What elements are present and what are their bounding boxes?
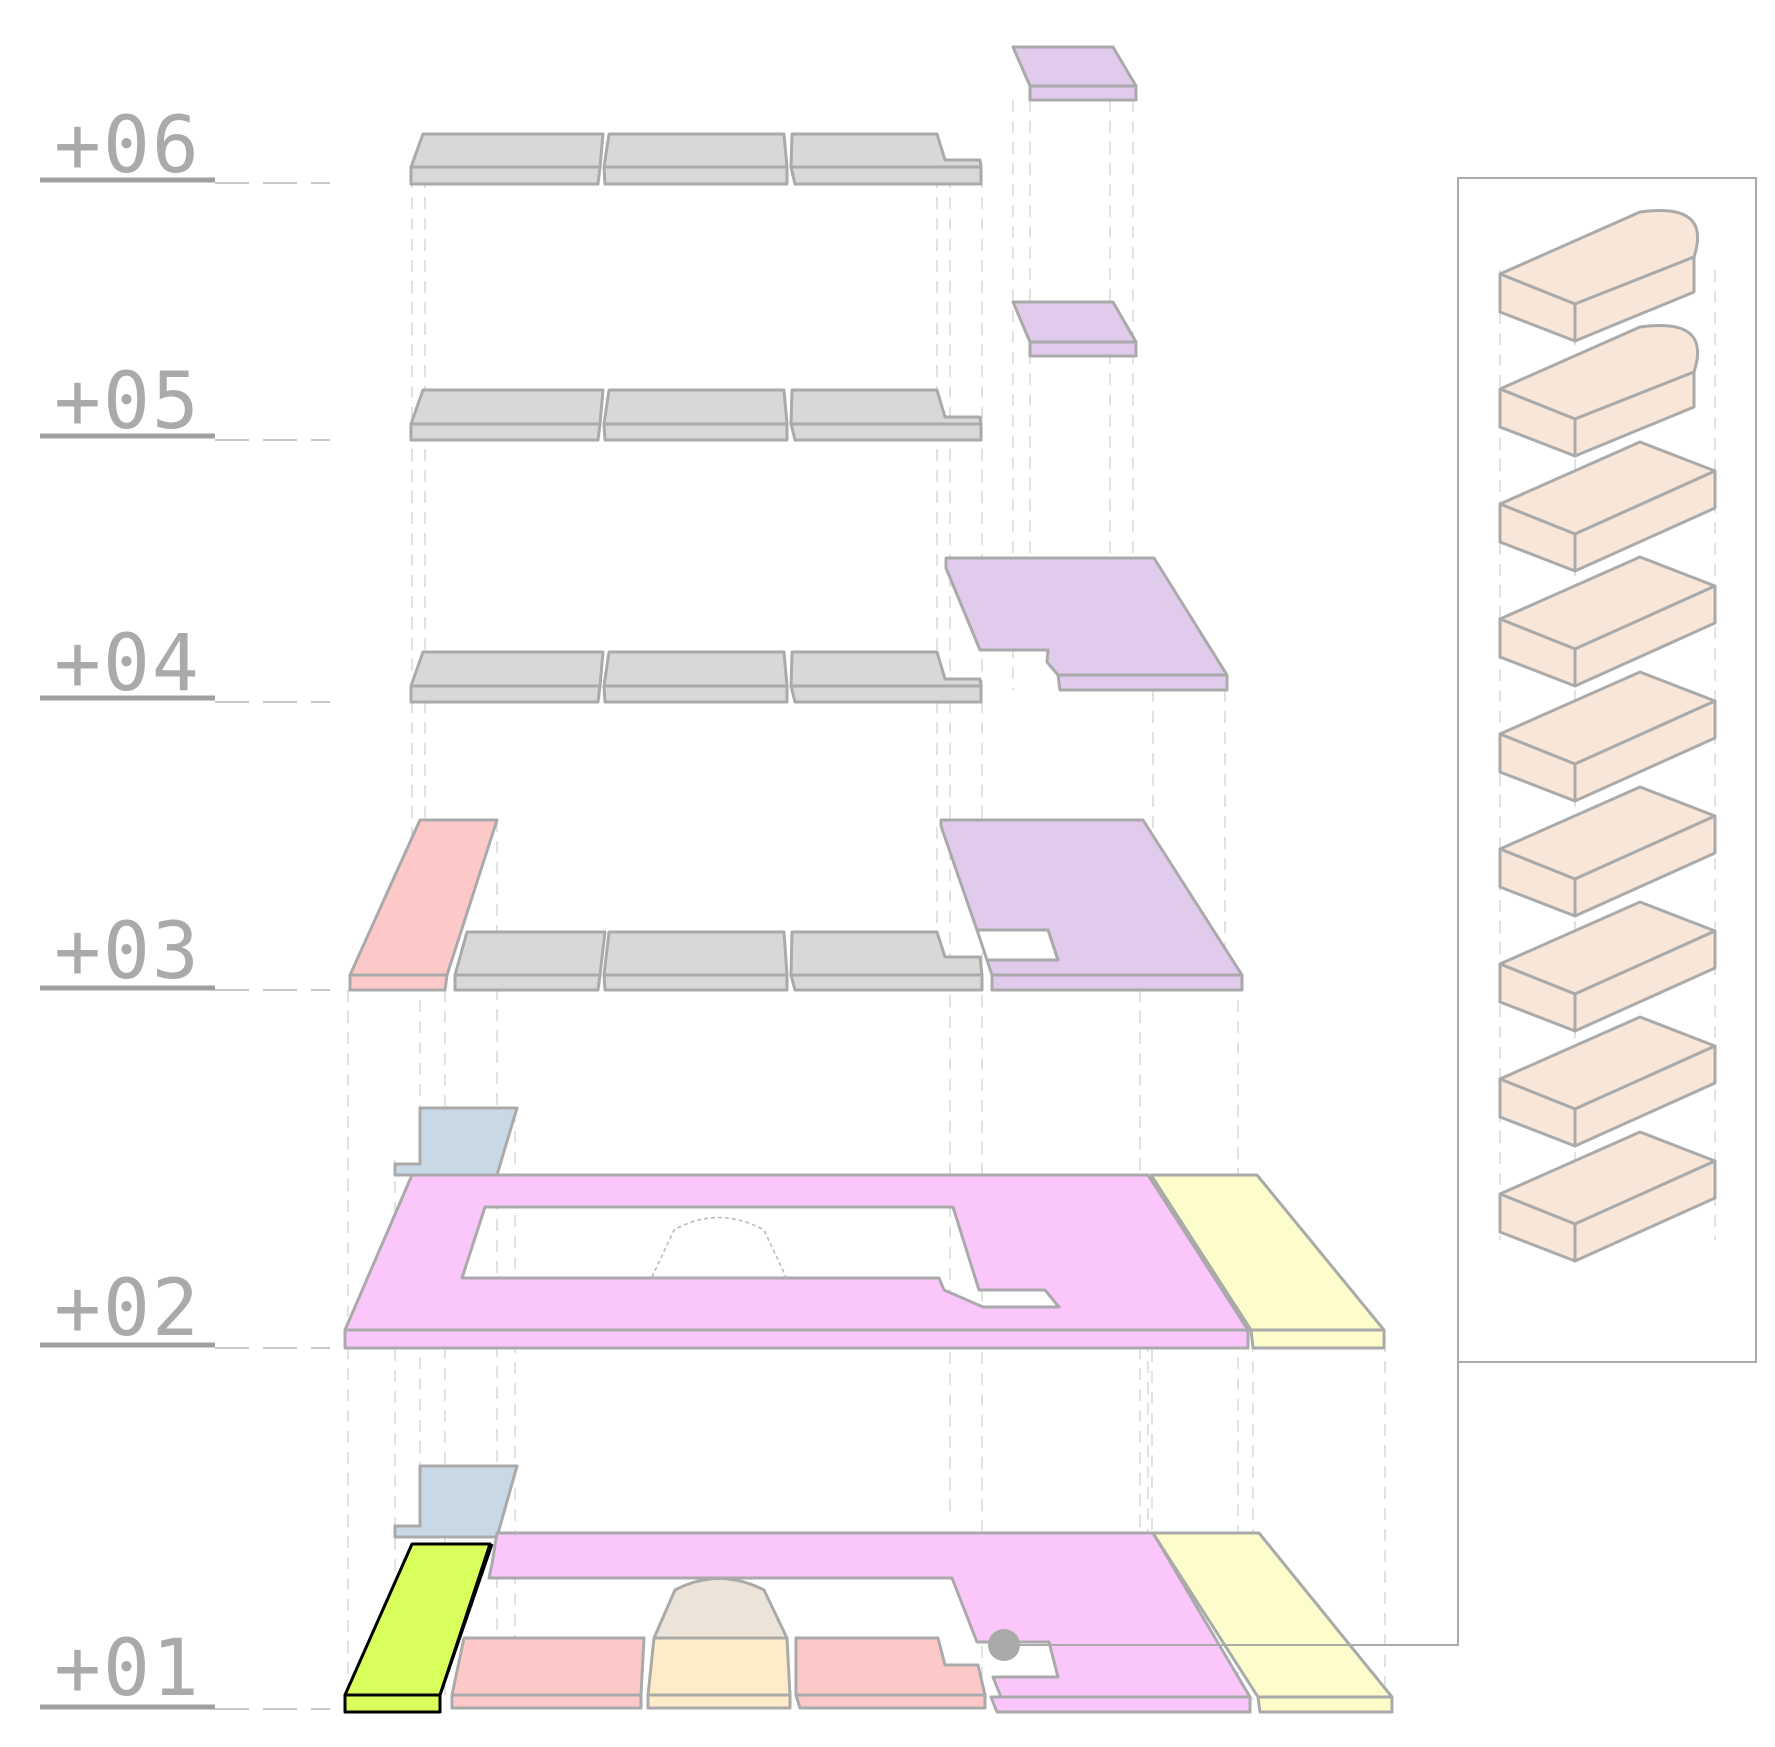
zone-01-salmon-a <box>450 1636 646 1710</box>
slab-06-c <box>789 132 983 186</box>
atrium-dome-01 <box>652 1577 789 1640</box>
level-labels: +06 +05 +04 +03 +02 +01 <box>40 101 330 1714</box>
module-8 <box>1498 1015 1717 1148</box>
module-9 <box>1498 1130 1717 1263</box>
level-marker-04: +04 <box>40 619 330 709</box>
floor-02 <box>343 1106 1386 1350</box>
level-marker-05: +05 <box>40 357 330 447</box>
floor-06 <box>409 45 1138 186</box>
detail-panel <box>1457 177 1757 1363</box>
module-6 <box>1498 785 1717 918</box>
slab-05-c <box>789 388 983 442</box>
module-2 <box>1498 324 1700 458</box>
slab-04-a <box>409 650 605 704</box>
core-05 <box>1011 300 1138 358</box>
slab-06-b <box>602 132 789 186</box>
level-marker-06: +06 <box>40 101 330 191</box>
callout-leader <box>1004 1362 1459 1646</box>
slab-03-b <box>602 930 789 992</box>
zone-02-pink-ring <box>343 1173 1250 1350</box>
slab-03-c <box>789 930 984 992</box>
zone-03-salmon <box>348 818 499 992</box>
zone-01-peach <box>646 1636 792 1710</box>
floor-04 <box>409 556 1229 704</box>
core-06 <box>1011 45 1138 102</box>
zone-01-yellow <box>1151 1531 1394 1714</box>
slab-04-b <box>602 650 789 704</box>
level-label-06: +06 <box>54 101 201 191</box>
floor-03 <box>348 818 1244 992</box>
zone-02-yellow <box>1149 1173 1386 1350</box>
zone-03-purple <box>939 818 1244 992</box>
zone-01-salmon-b <box>794 1636 987 1710</box>
level-label-02: +02 <box>54 1264 201 1354</box>
slab-04-c <box>789 650 983 704</box>
level-label-05: +05 <box>54 357 201 447</box>
zone-02-blue <box>393 1106 519 1177</box>
zone-04-purple <box>944 556 1229 692</box>
level-label-03: +03 <box>54 907 201 997</box>
module-3 <box>1498 440 1717 573</box>
module-7 <box>1498 900 1717 1033</box>
floor-05 <box>409 300 1138 442</box>
module-5 <box>1498 670 1717 803</box>
level-marker-02: +02 <box>40 1264 330 1354</box>
level-label-01: +01 <box>54 1624 201 1714</box>
slab-06-a <box>409 132 605 186</box>
floor-01 <box>343 1464 1394 1714</box>
zone-01-blue <box>393 1464 519 1539</box>
level-marker-03: +03 <box>40 907 330 997</box>
slab-05-b <box>602 388 789 442</box>
level-marker-01: +01 <box>40 1624 330 1714</box>
level-label-04: +04 <box>54 619 201 709</box>
module-1 <box>1498 209 1700 343</box>
slab-05-a <box>409 388 605 442</box>
module-4 <box>1498 555 1717 688</box>
projection-guides <box>347 100 1386 1700</box>
zone-01-highlight <box>343 1542 494 1714</box>
zone-01-pink <box>487 1531 1252 1714</box>
slab-03-a <box>453 930 607 992</box>
atrium-dome-02 <box>650 1216 788 1278</box>
module-stack <box>1498 209 1717 1263</box>
